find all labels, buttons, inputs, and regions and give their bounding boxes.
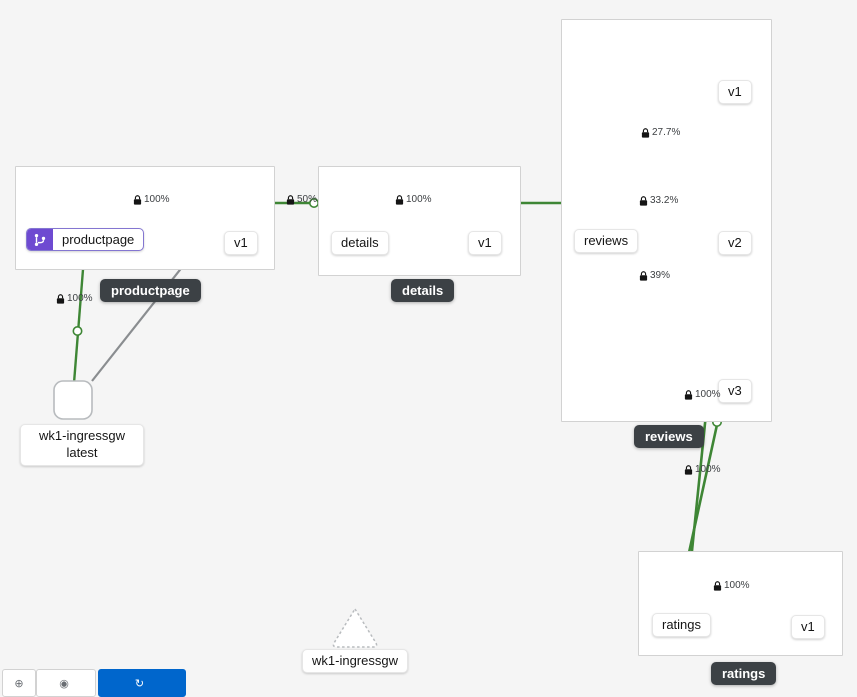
group-badge-ratings[interactable]: ratings (711, 662, 777, 685)
edge-pct-reviews-v3-to-ratings: 100% (695, 389, 721, 400)
ingressgw-workload-line2: latest (66, 444, 98, 460)
group-badge-reviews[interactable]: reviews (634, 425, 704, 448)
edge-pct-reviews-to-v2: 33.2% (650, 195, 679, 206)
edge-label-reviews-to-v1: 27.7% (641, 127, 680, 138)
node-label-ingressgw-service[interactable]: wk1-ingressgw (302, 649, 408, 674)
node-label-ratings[interactable]: ratings (652, 613, 712, 638)
mtls-lock-icon (395, 194, 404, 205)
edge-label-ratings-to-v1: 100% (713, 580, 750, 591)
mtls-lock-icon (286, 194, 295, 205)
edge-label-reviews-v3-to-ratings: 100% (684, 389, 721, 400)
node-label-details[interactable]: details (331, 231, 389, 256)
node-label-ratings-v1[interactable]: v1 (791, 615, 825, 640)
group-badge-productpage[interactable]: productpage (100, 279, 201, 302)
mtls-lock-icon (133, 194, 142, 205)
edge-pct-productpage-to-v1: 100% (144, 194, 170, 205)
virtual-service-icon (27, 229, 53, 250)
edge-label-details-to-v1: 100% (395, 194, 432, 205)
zoom-icon: ⊕ (14, 677, 24, 690)
toolbar-primary-button[interactable]: ↻ (98, 669, 186, 697)
node-ingressgw-service[interactable] (332, 608, 378, 648)
edge-label-ingress-to-productpage: 100% (56, 293, 93, 304)
edge-pct-details-to-v1: 100% (406, 194, 432, 205)
edge-pct-ingress-to-productpage: 100% (67, 293, 93, 304)
edge-label-productpage-to-v1: 100% (133, 194, 170, 205)
mtls-lock-icon (56, 293, 65, 304)
group-box-details[interactable] (318, 166, 521, 276)
node-label-details-v1[interactable]: v1 (468, 231, 502, 256)
toolbar-legend-button[interactable]: ◉ (36, 669, 96, 697)
node-label-reviews-v3[interactable]: v3 (718, 379, 752, 404)
node-label-productpage[interactable]: productpage (26, 228, 145, 251)
ingressgw-workload-line1: wk1-ingressgw (39, 428, 125, 443)
mtls-lock-icon (684, 389, 693, 400)
group-badge-details[interactable]: details (391, 279, 455, 302)
bottom-toolbar[interactable]: ⊕ ◉ ↻ (0, 669, 857, 697)
node-label-productpage-text: productpage (62, 232, 135, 247)
mtls-lock-icon (684, 464, 693, 475)
edge-pct-ratings-to-v1: 100% (724, 580, 750, 591)
node-ingressgw-workload[interactable] (53, 380, 93, 420)
node-label-reviews-v2[interactable]: v2 (718, 231, 752, 256)
edge-pct-reviews-to-v3: 39% (650, 270, 671, 281)
edge-pct-reviews-to-v1: 27.7% (652, 127, 681, 138)
edge-pct-reviews-v2-to-ratings: 100% (695, 464, 721, 475)
group-box-ratings[interactable] (638, 551, 843, 656)
toolbar-zoom-button[interactable]: ⊕ (2, 669, 36, 697)
mtls-lock-icon (713, 580, 722, 591)
mtls-lock-icon (639, 270, 648, 281)
primary-icon: ↻ (134, 677, 145, 690)
edge-pct-productpage-v1-to-details: 50% (297, 194, 318, 205)
edge-label-reviews-to-v2: 33.2% (639, 195, 678, 206)
legend-icon: ◉ (59, 677, 69, 690)
edge-label-productpage-v1-to-details: 50% (286, 194, 317, 205)
mtls-lock-icon (639, 195, 648, 206)
node-label-productpage-v1[interactable]: v1 (224, 231, 258, 256)
node-label-reviews-v1[interactable]: v1 (718, 80, 752, 105)
edge-label-reviews-to-v3: 39% (639, 270, 670, 281)
node-label-ingressgw-workload[interactable]: wk1-ingressgw latest (20, 424, 144, 466)
edge-label-reviews-v2-to-ratings: 100% (684, 464, 721, 475)
node-label-reviews[interactable]: reviews (574, 229, 639, 254)
mtls-lock-icon (641, 127, 650, 138)
